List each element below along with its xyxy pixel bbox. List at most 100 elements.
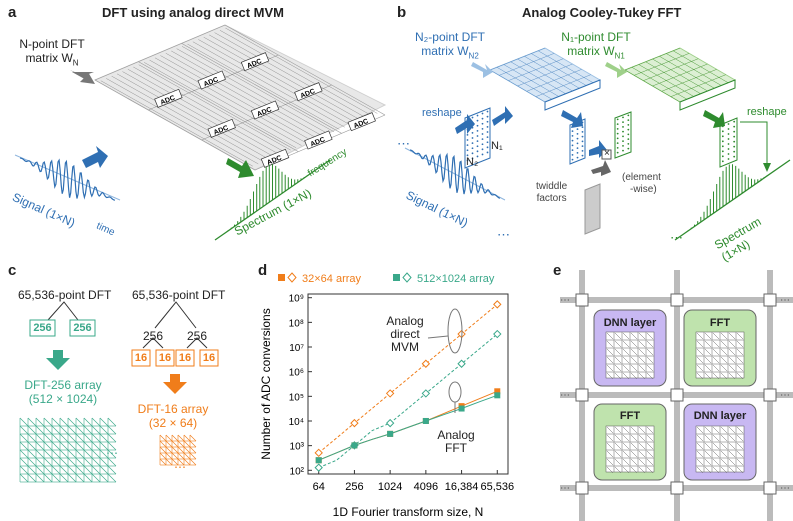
plot-frame <box>307 293 509 475</box>
box-256-left <box>29 319 56 337</box>
panel-b-title: Analog Cooley-Tukey FFT <box>522 5 682 20</box>
legend-diamond <box>287 272 297 283</box>
spectrum-peaks <box>224 164 315 233</box>
series-line <box>318 394 498 461</box>
spectrum-peaks-b <box>684 164 775 233</box>
data-point <box>314 448 323 458</box>
reshape-left-label: reshape <box>422 107 462 119</box>
y-tick-label: 10⁸ <box>289 318 304 329</box>
box-16-1-text: 16 <box>134 352 148 364</box>
tile-label-dnn-2: DNN layer <box>693 410 747 422</box>
data-point <box>385 389 395 398</box>
n1-dim-label: N₁ <box>491 140 503 152</box>
panel-c-figure <box>19 301 219 483</box>
n1-matrix-label: N₁-point DFT matrix WN1 <box>561 30 631 61</box>
n2-adc-bar <box>544 79 601 111</box>
multiply-box <box>601 149 612 160</box>
panel-e-letter: e <box>553 262 562 279</box>
data-point <box>315 457 322 464</box>
data-point <box>493 300 502 309</box>
panel-b-figure: ⋯ ⋯ ⋯ <box>397 47 791 245</box>
n2-matrix-label: N₂-point DFT matrix WN2 <box>414 30 485 61</box>
y-tick-label: 10⁷ <box>289 343 304 354</box>
series-line <box>318 304 498 454</box>
reshape-arrow-left <box>455 114 475 134</box>
data-point <box>314 463 323 472</box>
mid-256-right: 256 <box>187 329 208 343</box>
x-tick-label: 16,384 <box>445 481 479 493</box>
data-point <box>351 442 358 449</box>
svg-text:⋯: ⋯ <box>397 136 410 151</box>
y-tick-label: 10³ <box>290 442 305 453</box>
legend-label: 32×64 array <box>302 273 362 285</box>
box-256-left-text: 256 <box>33 322 52 334</box>
tile-label-fft-1: FFT <box>709 317 731 329</box>
legend-diamond <box>402 272 412 283</box>
twiddle-matrix <box>584 183 601 235</box>
box-16-3 <box>175 349 195 367</box>
svg-text:⋯: ⋯ <box>560 483 570 494</box>
dft256-label: DFT-256 array(512 × 1024) <box>24 378 102 406</box>
x-axis-label: 1D Fourier transform size, N <box>333 505 484 519</box>
box-16-3-text: 16 <box>178 352 192 364</box>
box-256-right <box>69 319 96 337</box>
reshape-right-label: reshape <box>747 106 787 118</box>
panel-c-letter: c <box>8 262 17 279</box>
data-point <box>387 430 394 437</box>
data-point <box>385 418 395 428</box>
series-line <box>318 333 498 469</box>
data-point <box>493 329 502 339</box>
y-tick-label: 10⁶ <box>289 368 304 379</box>
panel-d-letter: d <box>258 262 268 279</box>
y-tick-label: 10⁴ <box>289 417 304 428</box>
x-tick-label: 65,536 <box>480 481 514 493</box>
spectrum-arrow <box>226 158 254 178</box>
n1-arrow <box>605 62 627 78</box>
data-point <box>458 405 465 412</box>
left-dft-title: 65,536-point DFT <box>18 288 112 302</box>
tile-label-fft-2: FFT <box>619 410 641 422</box>
down-arrow-left <box>46 350 70 370</box>
box-16-1 <box>131 349 151 367</box>
x-tick-label: 4096 <box>414 481 438 493</box>
signal-arrow <box>82 146 108 168</box>
n2-arrow <box>471 62 493 78</box>
ellipsis-marks: ⋯⋯⋯⋯ ⋯⋯ <box>560 295 790 494</box>
mid-256-left: 256 <box>143 329 164 343</box>
box-16-4 <box>199 349 219 367</box>
svg-text:⋯: ⋯ <box>560 390 570 401</box>
legend-square <box>393 274 400 281</box>
svg-text:⋯: ⋯ <box>670 230 683 245</box>
y-tick-label: 10⁵ <box>289 392 304 403</box>
legend-label: 512×1024 array <box>417 273 495 285</box>
signal-waveform-b <box>409 149 501 199</box>
multiply-sign: × <box>604 148 610 159</box>
n2-dim-label: N₂ <box>466 156 479 168</box>
data-point <box>457 359 466 368</box>
x-tick-label: 64 <box>313 481 325 493</box>
y-axis-label: Number of ADC conversions <box>259 308 273 459</box>
router-nodes <box>575 293 777 495</box>
panel-a-title: DFT using analog direct MVM <box>102 5 285 20</box>
box-16-4-text: 16 <box>202 352 216 364</box>
x-tick-label: 256 <box>345 481 363 493</box>
dft16-label: DFT-16 array(32 × 64) <box>137 402 209 430</box>
n1-adc-bar <box>679 79 736 111</box>
dft-matrix-label: N-point DFT matrix WN <box>19 37 85 68</box>
svg-text:⋯: ⋯ <box>497 227 510 242</box>
down-arrow-right <box>163 374 187 394</box>
panel-b-letter: b <box>397 4 407 21</box>
data-point <box>421 389 431 398</box>
data-point <box>422 417 429 424</box>
dft256-array <box>19 417 117 483</box>
signal-waveform <box>19 157 116 201</box>
scaled-matrix <box>614 111 632 159</box>
reshape-right-line <box>740 121 768 165</box>
data-point <box>494 392 501 399</box>
svg-text:⋯: ⋯ <box>780 390 790 401</box>
